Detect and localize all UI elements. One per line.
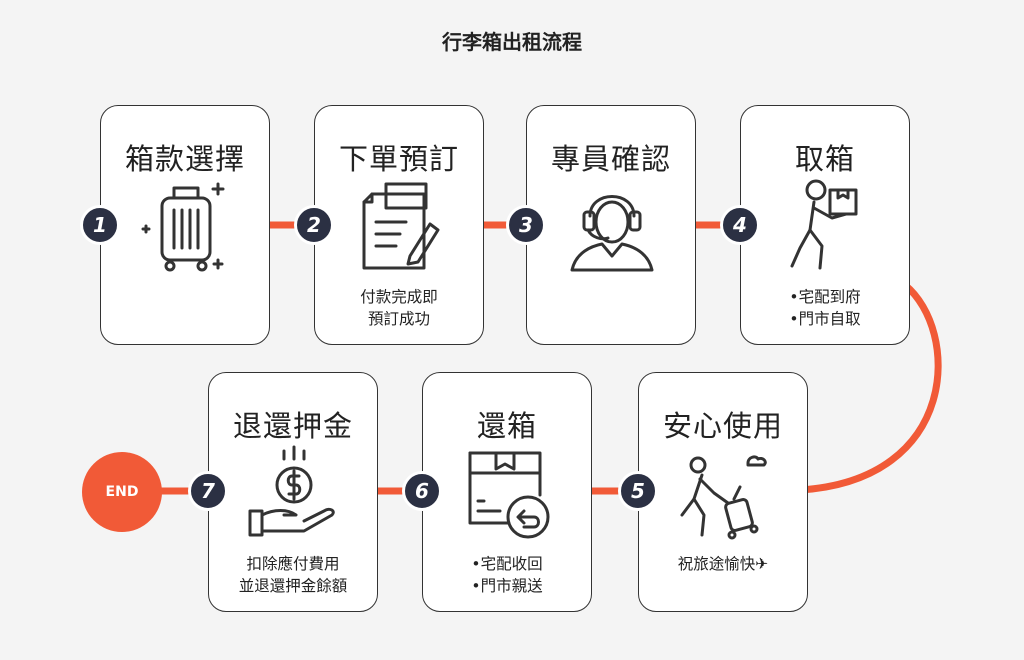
step-note: 付款完成即 預訂成功 — [315, 286, 483, 330]
step-number-badge-6: 6 — [402, 471, 442, 511]
note-line: •門市親送 — [471, 577, 543, 595]
step-card-1: 箱款選擇 — [100, 105, 270, 345]
note-line: •門市自取 — [789, 310, 861, 328]
box-return-icon — [468, 451, 550, 539]
step-number-badge-1: 1 — [80, 205, 120, 245]
step-label: 箱款選擇 — [124, 142, 245, 176]
step-label: 退還押金 — [232, 409, 353, 443]
note-line: 祝旅途愉快✈ — [677, 555, 769, 573]
document-pen-icon — [362, 182, 440, 270]
step-card-7: 退還押金 扣除應付費用 並退還押金餘額 — [208, 372, 378, 612]
suitcase-icon — [141, 182, 225, 272]
step-note: 扣除應付費用 並退還押金餘額 — [209, 553, 377, 597]
step-number-badge-3: 3 — [506, 205, 546, 245]
step-label: 還箱 — [476, 409, 537, 443]
step-card-5: 安心使用 祝旅途愉快✈ — [638, 372, 808, 612]
step-label: 下單預訂 — [338, 142, 459, 176]
step-number-badge-2: 2 — [294, 205, 334, 245]
step-note: 祝旅途愉快✈ — [639, 553, 807, 575]
note-line: 並退還押金餘額 — [238, 577, 348, 595]
note-line: •宅配到府 — [789, 288, 861, 306]
step-number-badge-7: 7 — [188, 471, 228, 511]
headset-agent-icon — [570, 195, 654, 272]
hand-coin-icon — [248, 445, 335, 537]
step-card-2: 下單預訂 付款完成即 預訂成功 — [314, 105, 484, 345]
step-note: •宅配到府 •門市自取 — [741, 286, 909, 330]
step-card-6: 還箱 •宅配收回 •門市親送 — [422, 372, 592, 612]
step-note: •宅配收回 •門市親送 — [423, 553, 591, 597]
step-label: 安心使用 — [662, 409, 783, 443]
step-card-4: 取箱 •宅配到府 •門市自取 — [740, 105, 910, 345]
traveler-with-luggage-icon — [680, 455, 767, 540]
page-title: 行李箱出租流程 — [442, 30, 582, 54]
person-carrying-box-icon — [790, 179, 858, 270]
note-line: 預訂成功 — [367, 310, 430, 328]
step-label: 專員確認 — [550, 142, 671, 176]
step-card-3: 專員確認 — [526, 105, 696, 345]
step-number-badge-4: 4 — [720, 205, 760, 245]
note-line: 扣除應付費用 — [246, 555, 340, 573]
connector-curve-right — [799, 282, 942, 494]
step-number-badge-5: 5 — [618, 471, 658, 511]
note-line: •宅配收回 — [471, 555, 543, 573]
note-line: 付款完成即 — [360, 288, 438, 306]
end-marker: END — [82, 452, 162, 532]
step-label: 取箱 — [794, 142, 855, 176]
